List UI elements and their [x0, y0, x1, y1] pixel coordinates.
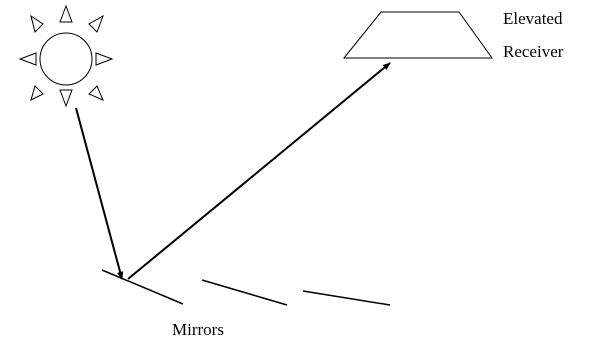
- sun-ray-bottom-left: [30, 85, 44, 101]
- reflected-ray-arrow: [127, 62, 391, 280]
- mirror-3: [302, 290, 391, 306]
- sun-ray-bottom-right: [88, 85, 104, 101]
- sun-disc: [39, 32, 93, 86]
- sun-ray-bottom: [59, 89, 73, 108]
- receiver-trapezoid: [342, 11, 493, 59]
- sun-ray-top-right: [88, 14, 104, 33]
- receiver-label-line1: Elevated: [503, 9, 563, 28]
- incoming-ray-arrow: [75, 107, 124, 280]
- sun-ray-top-left: [30, 14, 44, 33]
- mirrors-label: Mirrors: [172, 320, 224, 339]
- mirror-2: [201, 279, 288, 306]
- sun-ray-right: [95, 52, 114, 66]
- receiver-label-line2: Receiver: [503, 42, 564, 61]
- mirror-1: [101, 269, 184, 305]
- sun-icon: [18, 4, 114, 108]
- sun-ray-left: [18, 52, 37, 66]
- sun-ray-top: [59, 4, 73, 23]
